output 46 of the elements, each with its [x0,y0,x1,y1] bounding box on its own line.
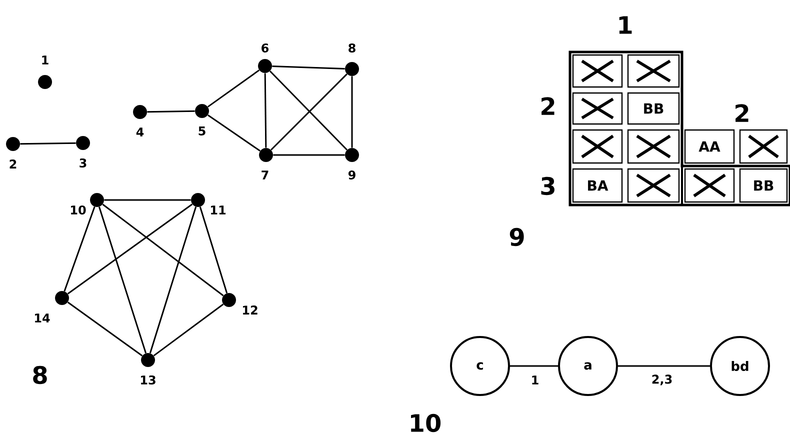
heading-number: 1 [619,16,632,34]
edge-line [273,154,345,156]
edge-line [510,365,558,367]
heading-number: 3 [541,176,554,196]
table-cell: BB [739,168,788,203]
edge-line [67,302,143,356]
edge-line [618,365,710,367]
vertex-label: 13 [141,375,156,385]
heading-number: 2 [736,104,748,122]
edge-line [147,110,195,113]
table-cell: AA [684,129,735,164]
edge-line [264,73,267,148]
vertex-label: 7 [262,170,268,180]
edge-line [351,76,353,148]
vertex-label: 9 [348,170,356,180]
heading-number: 8 [33,366,47,384]
vertex-label: 5 [198,126,206,136]
edge-line [208,114,260,152]
vertex-label: 4 [136,128,144,136]
edge-line [67,204,193,294]
edge-line [153,304,224,356]
vertex-label: 2 [10,160,16,168]
heading-number: 2 [542,97,554,115]
edge-label: 2,3 [652,374,672,386]
vertex-label: 14 [35,314,50,322]
table-cell: BB [627,92,680,125]
edge-line [199,206,228,294]
edge-line [20,142,76,145]
vertex-label: 12 [243,306,258,314]
vertex-label: 11 [211,206,226,214]
edge-line [102,204,224,296]
vertex-label: 8 [348,43,356,53]
edge-line [98,206,147,354]
vertex-label: 10 [71,205,86,215]
edge-line [149,206,197,354]
edge-line [104,199,191,201]
edge-line [272,66,345,70]
edge-line [64,206,96,292]
vertex-label: 1 [42,56,48,64]
vertex-label: 3 [80,158,86,168]
heading-number: 9 [510,228,524,246]
edge-label: 1 [532,376,538,384]
heading-number: 10 [411,414,441,432]
vertex-label: 6 [262,43,269,53]
edge-line [207,70,260,108]
table-cell: BA [572,168,623,203]
